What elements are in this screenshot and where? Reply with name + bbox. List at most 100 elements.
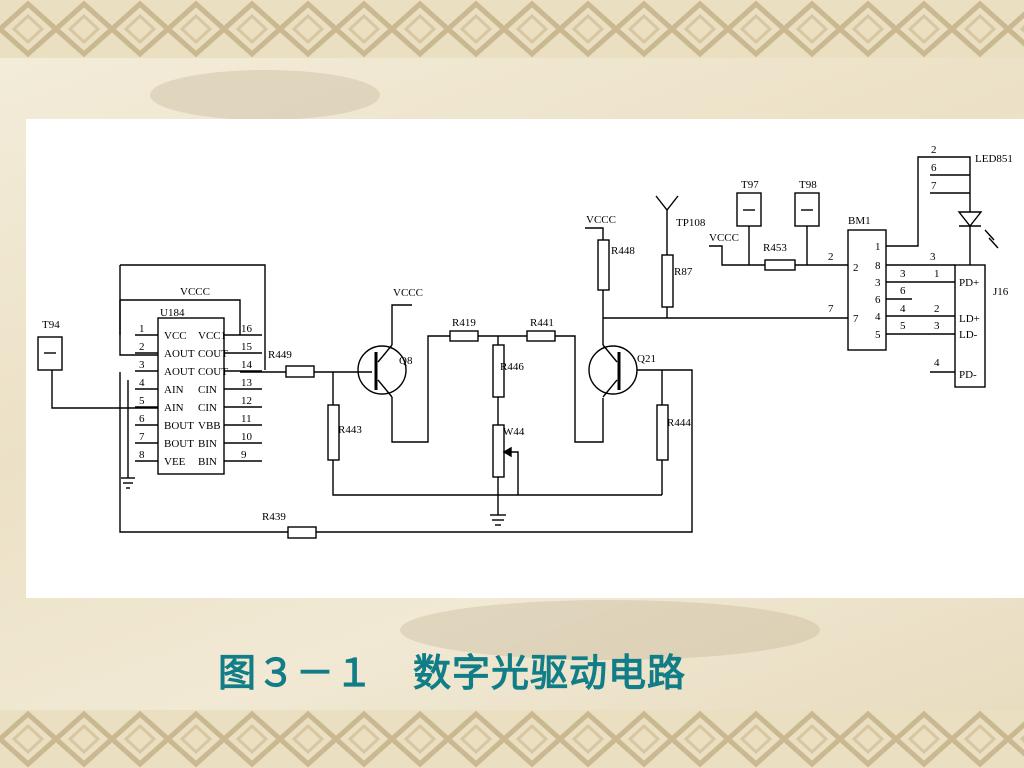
ic-pin-number: 14 xyxy=(241,359,253,371)
ic-pin-number: 3 xyxy=(139,359,145,371)
r419-label: R419 xyxy=(452,317,476,329)
t94-test-point xyxy=(37,336,63,371)
connector-bm1 xyxy=(847,229,887,351)
ic-pin-name: CIN xyxy=(198,384,217,396)
ic-pin-name: BIN xyxy=(198,438,217,450)
wire-number: 4 xyxy=(900,303,906,315)
caption-text: 图３－１ 数字光驱动电路 xyxy=(217,651,686,695)
r453-label: R453 xyxy=(763,242,787,254)
q21-collector xyxy=(602,344,618,363)
wire-number: 1 xyxy=(934,268,940,280)
led-pin: 6 xyxy=(931,162,937,174)
ic-pin-number: 16 xyxy=(241,323,253,335)
resistor-r439 xyxy=(287,526,317,539)
ic-pin-number: 5 xyxy=(139,395,145,407)
bm1-left-pin: 2 xyxy=(853,262,859,274)
wire xyxy=(886,156,971,247)
ic-pin-name: CIN xyxy=(198,402,217,414)
q21-emitter xyxy=(602,379,618,398)
ic-pin-number: 15 xyxy=(241,341,253,353)
j16-pin-label: PD- xyxy=(959,369,977,381)
wire-number: 2 xyxy=(828,251,834,263)
led-emission xyxy=(988,237,999,249)
wire xyxy=(119,265,158,356)
vccc-q21-label: VCCC xyxy=(586,214,616,226)
branch-decoration xyxy=(400,600,820,660)
ic-pin-name: VCC xyxy=(164,330,187,342)
q21-label: Q21 xyxy=(637,353,656,365)
branch-decoration xyxy=(150,70,380,120)
ic-pin-number: 6 xyxy=(139,413,145,425)
transistor-q8 xyxy=(357,345,407,395)
connector-j16 xyxy=(954,264,986,388)
r446-label: R446 xyxy=(500,361,524,373)
tp108-antenna xyxy=(655,195,679,212)
wire-number: 3 xyxy=(934,320,940,332)
led851-label: LED851 xyxy=(975,153,1013,165)
ic-pin-name: AIN xyxy=(164,384,184,396)
wire xyxy=(120,299,241,335)
r448-label: R448 xyxy=(611,245,635,257)
led-pin: 2 xyxy=(931,144,937,156)
t97-label: T97 xyxy=(741,179,759,191)
bm1-left-pin: 7 xyxy=(853,313,859,325)
resistor-r449 xyxy=(285,365,315,378)
resistor-r453 xyxy=(764,259,796,271)
wire xyxy=(316,369,693,533)
resistor-r419 xyxy=(449,330,479,342)
resistor-r444 xyxy=(656,404,669,461)
wire-number: 7 xyxy=(828,303,834,315)
led-pin: 7 xyxy=(931,180,937,192)
bm1-pin-number: 1 xyxy=(875,241,881,253)
wire xyxy=(391,304,412,345)
ic-pin-number: 11 xyxy=(241,413,252,425)
led-emission xyxy=(984,229,995,241)
ic-pin-number: 9 xyxy=(241,449,247,461)
ic-pin-name: COUT xyxy=(198,366,228,378)
wire-number: 5 xyxy=(900,320,906,332)
wire-number: 3 xyxy=(930,251,936,263)
ic-pin-name: AOUT xyxy=(164,366,195,378)
vccc-u-label: VCCC xyxy=(180,286,210,298)
resistor-r87 xyxy=(661,254,674,308)
bm1-pin-number: 8 xyxy=(875,260,881,272)
ic-pin-name: BIN xyxy=(198,456,217,468)
border-pattern xyxy=(0,710,1024,768)
ic-pin-number: 12 xyxy=(241,395,252,407)
t98-label: T98 xyxy=(799,179,817,191)
ic-pin-name: VBB xyxy=(198,420,221,432)
ic-pin-name: BOUT xyxy=(164,420,194,432)
bm1-label: BM1 xyxy=(848,215,871,227)
q8-collector xyxy=(377,344,393,363)
wire xyxy=(51,370,158,409)
top-border-band xyxy=(0,0,1024,58)
r87-label: R87 xyxy=(674,266,693,278)
ic-pin-number: 8 xyxy=(139,449,145,461)
resistor-r441 xyxy=(526,330,556,342)
vccc-q8-label: VCCC xyxy=(393,287,423,299)
bottom-border-band xyxy=(0,710,1024,768)
w44-label: W44 xyxy=(503,426,525,438)
wire xyxy=(119,372,288,533)
wire-number: 6 xyxy=(900,285,906,297)
wire-number: 4 xyxy=(934,357,940,369)
wire xyxy=(709,245,765,266)
resistor-r448 xyxy=(597,239,610,291)
ic-pin-name: COUT xyxy=(198,348,228,360)
wire xyxy=(506,451,519,495)
vccc-r-label: VCCC xyxy=(709,232,739,244)
q8-label: Q8 xyxy=(399,355,413,367)
ic-pin-name: AOUT xyxy=(164,348,195,360)
r439-label: R439 xyxy=(262,511,286,523)
figure-caption: 图３－１ 数字光驱动电路 xyxy=(0,642,1024,697)
ic-pin-name: BOUT xyxy=(164,438,194,450)
ic-pin-number: 7 xyxy=(139,431,145,443)
j16-pin-label: PD+ xyxy=(959,277,979,289)
transistor-q21 xyxy=(588,345,638,395)
wire xyxy=(555,335,604,443)
tp108-label: TP108 xyxy=(676,217,706,229)
ic-pin-number: 2 xyxy=(139,341,145,353)
wire-number: 2 xyxy=(934,303,940,315)
